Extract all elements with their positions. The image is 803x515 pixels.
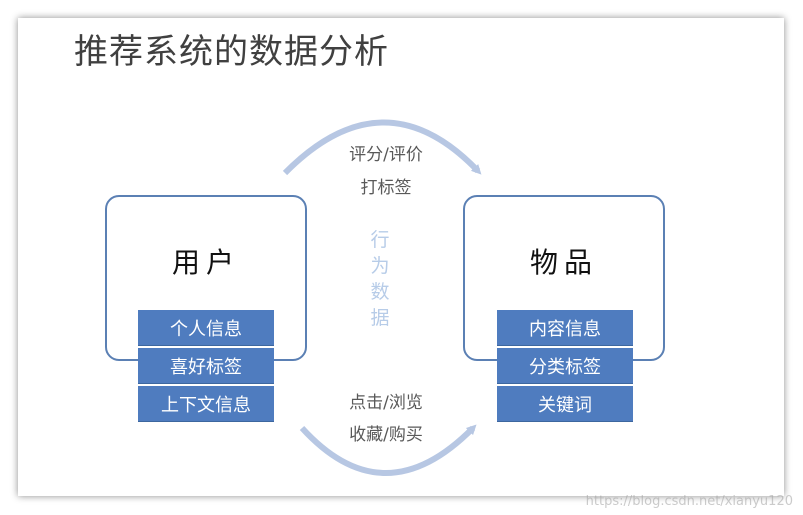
center-label-char-2: 为: [370, 255, 390, 277]
item-tag-category: 分类标签: [497, 348, 633, 383]
user-tag-context: 上下文信息: [138, 386, 274, 421]
center-label-char-1: 行: [370, 229, 390, 251]
user-tag-preference: 喜好标签: [138, 348, 274, 383]
flow-arrows: [282, 119, 482, 476]
bottom-arc-arrow: [299, 424, 477, 476]
slide-title: 推荐系统的数据分析: [74, 32, 389, 72]
top-arrow-label-2: 打标签: [360, 178, 412, 198]
item-tag-content-info: 内容信息: [497, 310, 633, 345]
bottom-arrow-label-1: 点击/浏览: [349, 393, 423, 413]
user-tag-personal-info: 个人信息: [138, 310, 274, 345]
bottom-arrow-label-2: 收藏/购买: [349, 425, 423, 445]
slide: 推荐系统的数据分析 评分/评价 打标签 行 为 数 据 点击/浏览 收藏/购买 …: [18, 18, 784, 496]
center-label-char-4: 据: [370, 307, 390, 329]
item-box: 物品: [463, 195, 665, 361]
item-label: 物品: [529, 246, 598, 279]
item-tag-keywords: 关键词: [497, 386, 633, 421]
user-label: 用户: [171, 246, 240, 279]
top-arc-arrow: [282, 119, 482, 176]
top-arrow-label-1: 评分/评价: [349, 145, 423, 165]
center-label-char-3: 数: [370, 281, 390, 303]
center-vertical-label: 行 为 数 据: [368, 227, 392, 331]
watermark: https://blog.csdn.net/xianyu120: [585, 494, 793, 509]
